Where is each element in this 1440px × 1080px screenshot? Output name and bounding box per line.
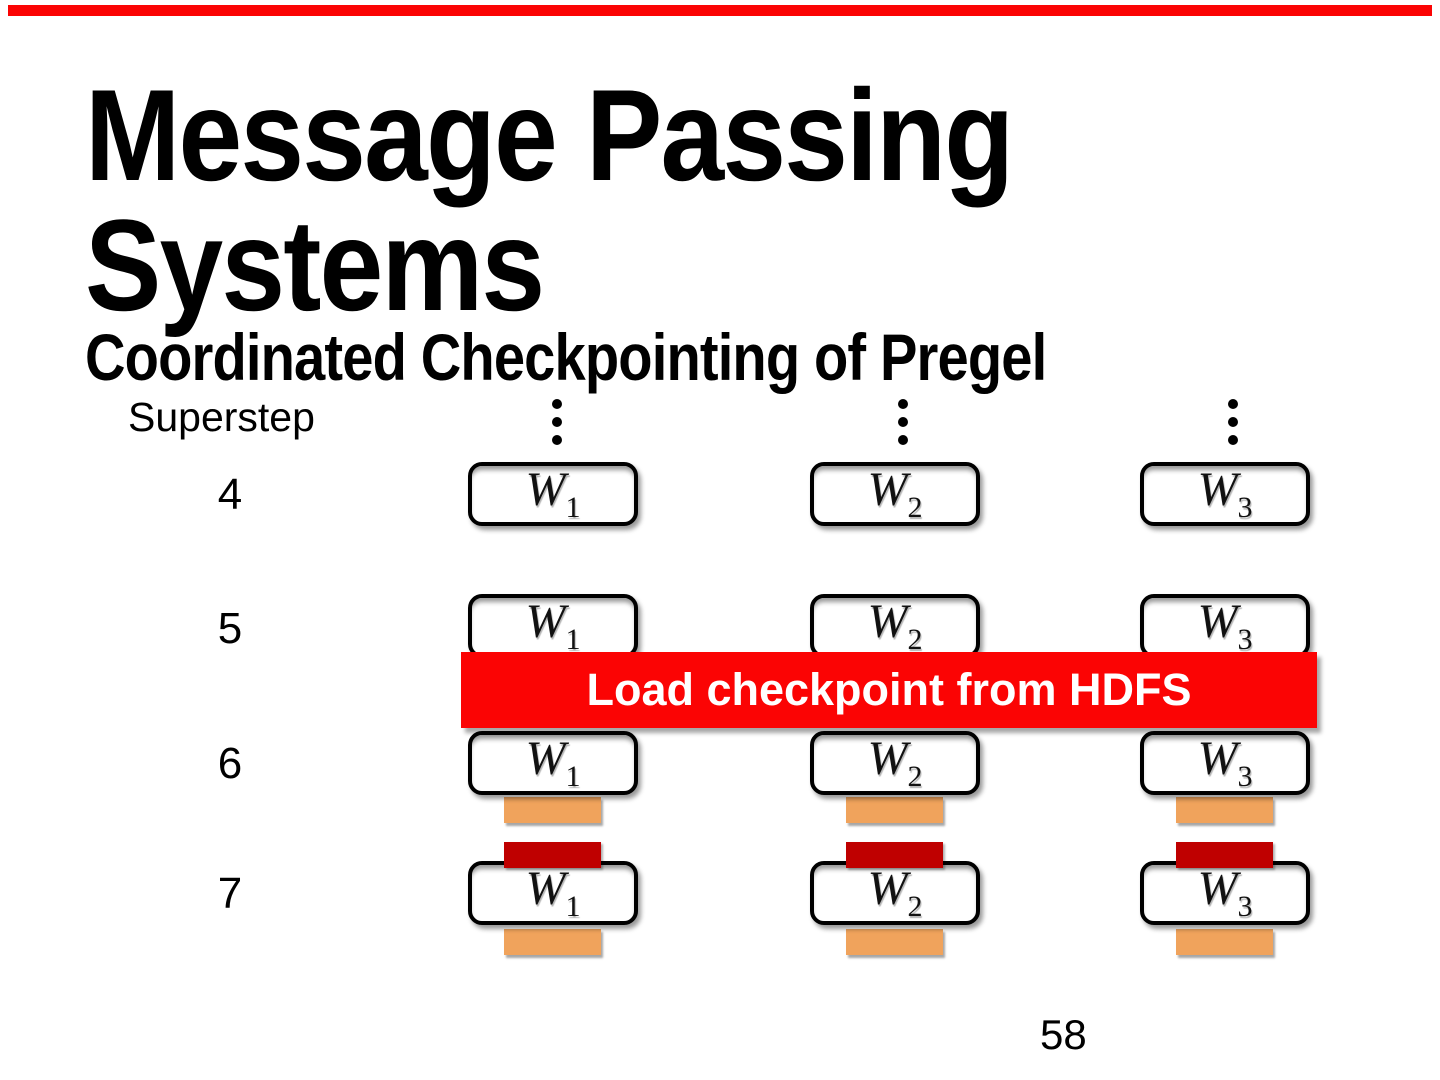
worker-subscript: 3 xyxy=(1237,889,1253,923)
continuation-dots-icon xyxy=(898,399,908,445)
worker-subscript: 1 xyxy=(565,889,581,923)
worker-label: W3 xyxy=(1197,731,1253,793)
worker-subscript: 3 xyxy=(1237,622,1253,656)
worker-letter: W xyxy=(867,462,908,516)
dot xyxy=(1228,435,1238,445)
top-accent-bar xyxy=(8,5,1432,16)
dot xyxy=(898,435,908,445)
worker-label: W1 xyxy=(525,861,581,923)
superstep-row-label: 5 xyxy=(217,604,243,653)
dot xyxy=(1228,417,1238,427)
worker-label: W1 xyxy=(525,594,581,656)
dot xyxy=(552,435,562,445)
slide-subtitle: Coordinated Checkpointing of Pregel xyxy=(85,320,1047,394)
worker-letter: W xyxy=(525,731,566,785)
worker-subscript: 1 xyxy=(565,759,581,793)
dot xyxy=(552,399,562,409)
load-checkpoint-banner: Load checkpoint from HDFS xyxy=(461,652,1317,728)
worker-box: W1 xyxy=(468,462,638,526)
superstep-label: Superstep xyxy=(128,394,315,440)
worker-box: W2 xyxy=(810,462,980,526)
worker-letter: W xyxy=(1197,731,1238,785)
orange-checkpoint-bar xyxy=(846,797,943,823)
dot xyxy=(898,417,908,427)
orange-checkpoint-bar xyxy=(1176,797,1273,823)
worker-subscript: 2 xyxy=(907,759,923,793)
dot xyxy=(898,399,908,409)
orange-checkpoint-bar xyxy=(1176,929,1273,955)
superstep-row-label: 7 xyxy=(217,869,243,918)
superstep-row-label: 4 xyxy=(217,470,243,519)
worker-box: W1 xyxy=(468,594,638,658)
worker-label: W3 xyxy=(1197,462,1253,524)
slide-title: Message Passing Systems xyxy=(85,70,1014,330)
orange-checkpoint-bar xyxy=(846,929,943,955)
worker-box: W3 xyxy=(1140,861,1310,925)
worker-letter: W xyxy=(1197,861,1238,915)
worker-box: W2 xyxy=(810,731,980,795)
dark-red-failure-bar xyxy=(504,842,601,868)
worker-letter: W xyxy=(525,861,566,915)
title-line-2: Systems xyxy=(85,192,545,338)
worker-letter: W xyxy=(867,594,908,648)
page-number: 58 xyxy=(1040,1011,1087,1058)
worker-subscript: 2 xyxy=(907,490,923,524)
worker-label: W3 xyxy=(1197,861,1253,923)
superstep-row-label: 6 xyxy=(217,739,243,788)
orange-checkpoint-bar xyxy=(504,797,601,823)
worker-subscript: 3 xyxy=(1237,490,1253,524)
continuation-dots-icon xyxy=(552,399,562,445)
worker-label: W2 xyxy=(867,462,923,524)
worker-letter: W xyxy=(867,731,908,785)
dot xyxy=(1228,399,1238,409)
dot xyxy=(552,417,562,427)
continuation-dots-icon xyxy=(1228,399,1238,445)
worker-letter: W xyxy=(525,462,566,516)
worker-letter: W xyxy=(1197,462,1238,516)
worker-subscript: 1 xyxy=(565,622,581,656)
orange-checkpoint-bar xyxy=(504,929,601,955)
worker-box: W1 xyxy=(468,731,638,795)
worker-box: W3 xyxy=(1140,594,1310,658)
dark-red-failure-bar xyxy=(846,842,943,868)
worker-label: W3 xyxy=(1197,594,1253,656)
worker-subscript: 3 xyxy=(1237,759,1253,793)
worker-label: W1 xyxy=(525,731,581,793)
worker-subscript: 2 xyxy=(907,889,923,923)
worker-subscript: 2 xyxy=(907,622,923,656)
worker-box: W1 xyxy=(468,861,638,925)
worker-subscript: 1 xyxy=(565,490,581,524)
worker-box: W2 xyxy=(810,861,980,925)
dark-red-failure-bar xyxy=(1176,842,1273,868)
worker-label: W2 xyxy=(867,731,923,793)
worker-letter: W xyxy=(867,861,908,915)
worker-label: W2 xyxy=(867,861,923,923)
worker-label: W1 xyxy=(525,462,581,524)
worker-box: W3 xyxy=(1140,731,1310,795)
worker-box: W3 xyxy=(1140,462,1310,526)
title-line-1: Message Passing xyxy=(85,62,1014,208)
worker-letter: W xyxy=(525,594,566,648)
worker-label: W2 xyxy=(867,594,923,656)
worker-letter: W xyxy=(1197,594,1238,648)
load-checkpoint-banner-text: Load checkpoint from HDFS xyxy=(586,664,1192,715)
worker-box: W2 xyxy=(810,594,980,658)
